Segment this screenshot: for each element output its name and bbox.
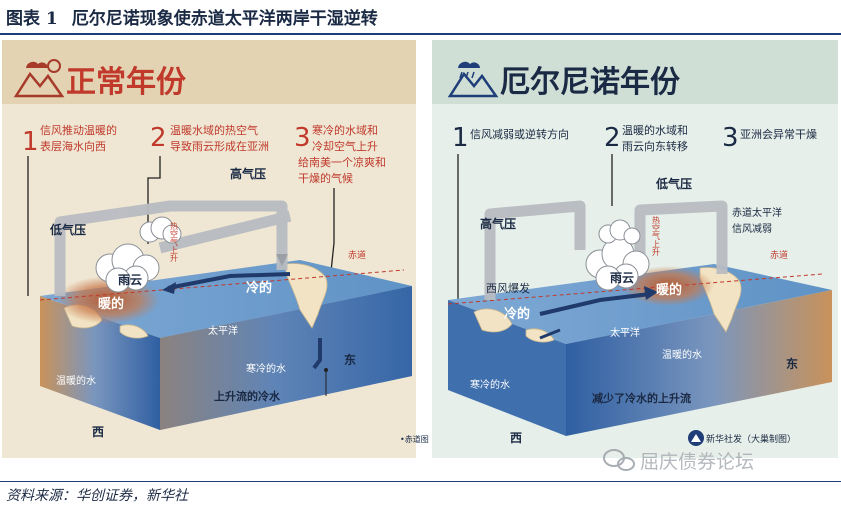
step-text: 亚洲会异常干燥 xyxy=(740,128,817,141)
step-number: 3 xyxy=(294,123,311,153)
step-number: 3 xyxy=(722,123,739,153)
credit-label: 新华社发（大巢制图） xyxy=(706,433,796,445)
step-number: 1 xyxy=(22,127,39,157)
east-label: 东 xyxy=(344,352,356,367)
west-label: 西 xyxy=(92,425,104,439)
pacific-label: 太平洋 xyxy=(208,324,238,337)
step-text: 给南美一个凉爽和 xyxy=(298,155,386,169)
trade-wind-arrow xyxy=(167,272,291,290)
elnino-step-2: 2 温暖的水域和 雨云向东转移 xyxy=(604,123,688,153)
elnino-header-bg xyxy=(432,40,838,104)
trade-wind-note: 赤道太平洋 xyxy=(732,206,782,219)
figure-number: 图表 1 xyxy=(6,9,58,29)
bottom-rule xyxy=(0,481,841,482)
westerly-burst-label: 西风爆发 xyxy=(486,281,530,295)
rain-cloud: 雨云 xyxy=(585,219,650,291)
trade-wind-note: 信风减弱 xyxy=(732,223,772,235)
elnino-step-1: 1 信风减弱或逆转方向 xyxy=(452,123,569,153)
step-text: 冷却空气上升 xyxy=(312,139,378,153)
cold-water-label: 寒冷的水 xyxy=(246,362,286,375)
normal-year-panel: 正常年份 1 信风推动温暖的 表层海水向西 2 温暖水域的热空气 导致雨云形成在… xyxy=(2,40,429,458)
rain-cloud-label: 雨云 xyxy=(610,271,634,285)
figure-title: 厄尔尼诺现象使赤道太平洋两岸干湿逆转 xyxy=(71,9,378,29)
warm-label: 暖的 xyxy=(98,296,124,312)
xinhua-logo-icon xyxy=(688,430,704,446)
elnino-step-3: 3 亚洲会异常干燥 xyxy=(722,123,817,153)
step-number: 1 xyxy=(452,123,469,153)
hot-air-label: 热空气上升 xyxy=(652,215,661,257)
equator-note: •赤道图 xyxy=(400,434,429,444)
el-nino-diagram: 正常年份 1 信风推动温暖的 表层海水向西 2 温暖水域的热空气 导致雨云形成在… xyxy=(2,40,838,473)
source-note: 资料来源：华创证券，新华社 xyxy=(6,488,188,504)
top-rule xyxy=(0,33,841,35)
rain-cloud: 雨云 xyxy=(95,216,182,293)
walker-circulation xyxy=(54,200,292,296)
warm-water-label: 温暖的水 xyxy=(56,374,96,387)
mountain-cloud-icon xyxy=(13,59,65,98)
figure-caption: 图表 1 厄尔尼诺现象使赤道太平洋两岸干湿逆转 xyxy=(6,4,378,29)
cold-label: 冷的 xyxy=(504,306,530,322)
normal-ocean-block xyxy=(39,260,412,430)
high-pressure-label: 高气压 xyxy=(230,166,266,181)
upwelling-arrow xyxy=(312,338,322,370)
rain-cloud-label: 雨云 xyxy=(118,273,142,287)
upwelling-label: 上升流的冷水 xyxy=(214,389,281,403)
step-text: 干燥的气候 xyxy=(298,171,353,185)
cold-label: 冷的 xyxy=(246,280,272,296)
step-number: 2 xyxy=(150,123,167,153)
step-text: 信风减弱或逆转方向 xyxy=(470,127,569,141)
high-pressure-label: 高气压 xyxy=(480,216,516,231)
warm-label: 暖的 xyxy=(656,282,682,298)
watermark-text: 屈庆债券论坛 xyxy=(640,451,754,473)
step-text: 温暖水域的热空气 xyxy=(170,123,258,137)
step-text: 温暖的水域和 xyxy=(622,123,688,137)
step-number: 2 xyxy=(604,123,621,153)
normal-step-2: 2 温暖水域的热空气 导致雨云形成在亚洲 xyxy=(150,123,269,153)
westerly-arrow xyxy=(539,292,651,316)
watermark: 屈庆债券论坛 xyxy=(603,449,754,473)
warm-water-label: 温暖的水 xyxy=(662,348,702,361)
low-pressure-label: 低气压 xyxy=(655,176,692,191)
step-text: 表层海水向西 xyxy=(40,139,106,153)
normal-step-3: 3 寒冷的水域和 冷却空气上升 给南美一个凉爽和 干燥的气候 xyxy=(294,123,386,185)
elnino-ocean-block xyxy=(447,264,832,436)
cold-water-label: 寒冷的水 xyxy=(470,378,510,391)
step-text: 寒冷的水域和 xyxy=(312,123,378,137)
chat-bubble-icon xyxy=(603,449,635,471)
walker-circulation xyxy=(484,200,728,300)
equator-label: 赤道 xyxy=(348,249,366,261)
normal-header-bg xyxy=(2,40,416,104)
equator-label: 赤道 xyxy=(770,249,788,261)
down-arrow xyxy=(276,254,288,266)
elnino-title: 厄尔尼诺年份 xyxy=(500,65,680,100)
normal-step-1: 1 信风推动温暖的 表层海水向西 xyxy=(22,123,117,157)
reduced-upwelling-label: 减少了冷水的上升流 xyxy=(592,391,691,405)
west-label: 西 xyxy=(510,431,522,445)
low-pressure-label: 低气压 xyxy=(49,222,86,237)
normal-title: 正常年份 xyxy=(66,65,186,100)
step-text: 信风推动温暖的 xyxy=(40,123,117,137)
step-text: 雨云向东转移 xyxy=(622,139,688,153)
east-label: 东 xyxy=(786,356,798,371)
el-nino-year-panel: 厄尔尼诺年份 1 信风减弱或逆转方向 2 温暖的水域和 雨云向东转移 3 亚洲会… xyxy=(432,40,838,458)
pacific-label: 太平洋 xyxy=(610,326,640,339)
step-text: 导致雨云形成在亚洲 xyxy=(170,139,269,153)
mountain-cloud-icon xyxy=(447,61,499,98)
hot-air-label: 热空气上升 xyxy=(170,221,179,263)
